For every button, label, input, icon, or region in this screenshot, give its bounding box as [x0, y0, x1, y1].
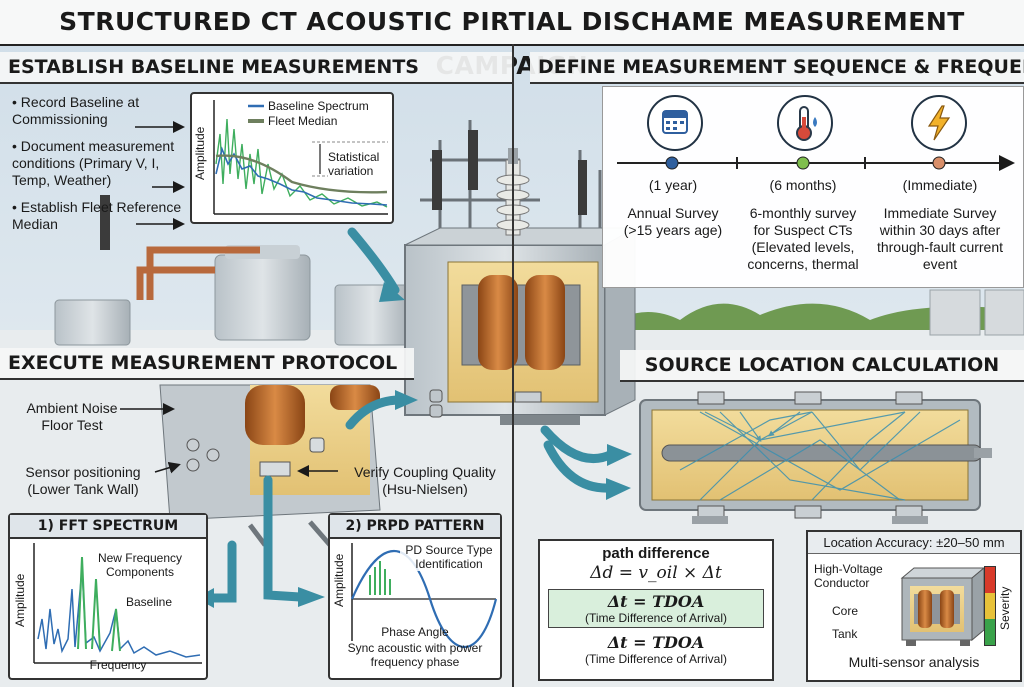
- hv-conductor-label: High-Voltage Conductor: [814, 562, 883, 590]
- severity-label: Severity: [998, 586, 1012, 630]
- fft-baseline-label: Baseline: [126, 595, 173, 609]
- sequence-heading: DEFINE MEASUREMENT SEQUENCE & FREQUENCY: [530, 52, 1024, 84]
- lightning-icon: [911, 95, 967, 151]
- tank-label: Tank: [832, 627, 858, 641]
- timeline-dot-annual: [665, 156, 679, 170]
- severity-medium: [985, 593, 995, 619]
- severity-scale: [984, 566, 996, 646]
- legend-baseline-spectrum: Baseline Spectrum: [268, 99, 369, 113]
- timeline-dot-6month: [796, 156, 810, 170]
- tdoa-equation-1: Δt = TDOA: [607, 592, 705, 611]
- tdoa-caption-1: (Time Difference of Arrival): [584, 611, 728, 625]
- location-tank-illustration: [639, 391, 992, 524]
- sensor-positioning-label: Sensor positioning (Lower Tank Wall): [25, 464, 141, 497]
- prpd-xlabel: Phase Angle: [381, 625, 449, 639]
- bullet-text: Establish Fleet Reference Median: [12, 199, 182, 232]
- sequence-panel: (1 year) Annual Survey (>15 years age) (…: [602, 86, 1024, 288]
- core-label: Core: [832, 604, 859, 618]
- annual-description: Annual Survey (>15 years age): [623, 205, 723, 238]
- legend-fleet-median: Fleet Median: [268, 114, 338, 128]
- severity-low: [985, 619, 995, 645]
- pd-source-type-label: PD Source Type Identification: [400, 543, 498, 571]
- fft-xlabel: Frequency: [89, 658, 147, 672]
- calendar-icon: [647, 95, 703, 151]
- prpd-panel-title: 2) PRPD PATTERN: [330, 515, 500, 539]
- immediate-period: (Immediate): [902, 177, 978, 193]
- baseline-bullet: • Establish Fleet Reference Median: [12, 199, 182, 232]
- 6month-description: 6-monthly survey for Suspect CTs (Elevat…: [747, 205, 859, 272]
- prpd-ylabel: Amplitude: [332, 553, 346, 607]
- path-difference-title: path difference: [602, 545, 710, 562]
- fft-ylabel: Amplitude: [13, 573, 27, 627]
- location-accuracy-label: Location Accuracy: ±20–50 mm: [808, 532, 1020, 554]
- immediate-description: Immediate Survey within 30 days after th…: [876, 205, 1004, 272]
- baseline-heading: ESTABLISH BASELINE MEASUREMENTS: [0, 52, 512, 84]
- path-difference-equation: Δd = v_oil × Δt: [590, 563, 722, 583]
- fft-panel: 1) FFT SPECTRUM Amplitude New Frequency …: [8, 513, 208, 680]
- bullet-text: Record Baseline at Commissioning: [12, 94, 140, 127]
- fft-panel-title: 1) FFT SPECTRUM: [10, 515, 206, 539]
- baseline-spectrum-series: [215, 146, 388, 206]
- baseline-chart-ylabel: Amplitude: [193, 126, 207, 180]
- fleet-median-series: [215, 154, 388, 194]
- sine-wave: [350, 550, 498, 648]
- peaks-series: [215, 118, 388, 208]
- fft-new-components-label: New Frequency Components: [97, 551, 183, 579]
- ambient-noise-label: Ambient Noise Floor Test: [26, 400, 118, 433]
- page-title: STRUCTURED CT ACOUSTIC PIRTIAL DISCHAME …: [0, 0, 1024, 80]
- severity-high: [985, 567, 995, 593]
- baseline-bullet: • Document measurement conditions (Prima…: [12, 138, 175, 188]
- timeline-dot-immediate: [932, 156, 946, 170]
- ct-mini-illustration: [900, 566, 986, 646]
- baseline-spectrum-chart: [213, 100, 388, 215]
- fft-baseline-series: [37, 568, 201, 658]
- sequence-timeline: [617, 155, 1015, 171]
- accuracy-panel: Location Accuracy: ±20–50 mm High-Voltag…: [806, 530, 1022, 682]
- multi-sensor-label: Multi-sensor analysis: [848, 654, 980, 670]
- baseline-bullet-list: • Record Baseline at Commissioning • Doc…: [12, 94, 187, 233]
- fft-new-components-series: [77, 556, 121, 652]
- prpd-sync-note: Sync acoustic with power frequency phase: [347, 641, 483, 669]
- protocol-heading: EXECUTE MEASUREMENT PROTOCOL: [0, 348, 414, 380]
- bullet-text: Document measurement conditions (Primary…: [12, 138, 175, 188]
- fft-chart: [33, 543, 202, 664]
- annual-period: (1 year): [648, 177, 698, 193]
- location-heading: SOURCE LOCATION CALCULATION: [620, 350, 1024, 382]
- baseline-chart-panel: Amplitude Baseline Spectrum Fleet Median…: [190, 92, 394, 224]
- protocol-ct-illustration: [159, 384, 381, 547]
- baseline-bullet: • Record Baseline at Commissioning: [12, 94, 140, 127]
- statistical-variation-label: Statistical variation: [328, 150, 388, 178]
- prpd-chart: [350, 543, 498, 648]
- tdoa-caption-2: (Time Difference of Arrival): [584, 652, 728, 666]
- 6month-period: (6 months): [769, 177, 837, 193]
- tdoa-equation-box: path difference Δd = v_oil × Δt Δt = TDO…: [538, 539, 774, 681]
- prpd-panel: 2) PRPD PATTERN Amplitude PD Source Type…: [328, 513, 502, 680]
- vertical-divider: [512, 44, 514, 687]
- coupling-quality-label: Verify Coupling Quality (Hsu-Nielsen): [354, 464, 496, 497]
- tdoa-equation-2: Δt = TDOA: [607, 633, 705, 652]
- tdoa-highlight-box: Δt = TDOA (Time Difference of Arrival): [548, 589, 764, 628]
- thermometer-icon: [777, 95, 833, 151]
